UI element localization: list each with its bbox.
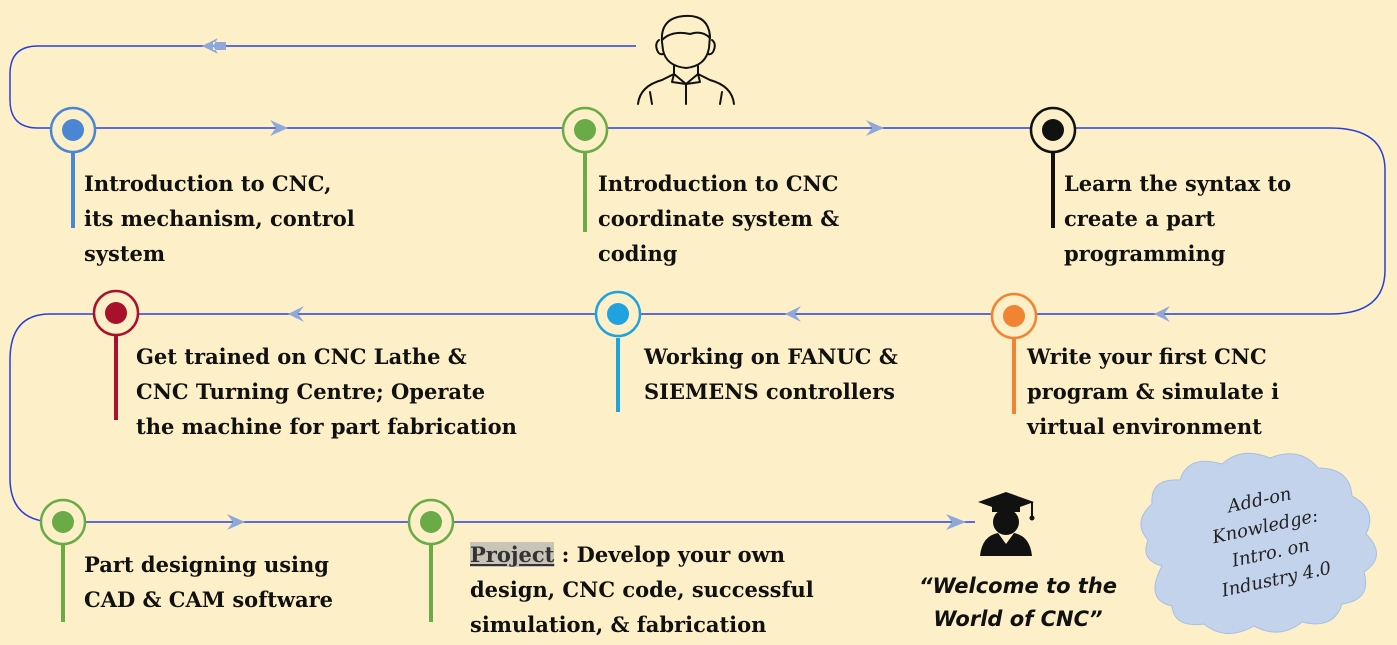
graduate-icon xyxy=(978,492,1035,556)
arrow-icon xyxy=(1154,306,1170,322)
welcome-message: “Welcome to the World of CNC” xyxy=(918,574,1118,631)
arrow-icon xyxy=(288,306,304,322)
arrow-icon xyxy=(270,120,288,136)
step-3-text: Learn the syntax to create a part progra… xyxy=(1064,171,1292,266)
step-6-text: Get trained on CNC Lathe & CNC Turning C… xyxy=(136,344,517,439)
project-label: Project xyxy=(470,542,555,567)
roadmap-path xyxy=(9,45,1386,523)
arrow-icon xyxy=(866,120,884,136)
milestone-marker-5 xyxy=(594,290,642,412)
step-2-text: Introduction to CNC coordinate system & … xyxy=(598,171,840,266)
milestone-marker-1 xyxy=(49,106,97,228)
milestone-marker-6 xyxy=(92,289,140,420)
project-description: : Develop your own design, CNC code, suc… xyxy=(470,542,814,637)
arrow-icon xyxy=(227,514,245,530)
step-8-text: Project : Develop your own design, CNC c… xyxy=(470,537,814,642)
arrow-icon xyxy=(202,38,226,54)
arrow-icon xyxy=(785,306,801,322)
milestone-marker-2 xyxy=(561,106,609,232)
step-4-text: Write your first CNC program & simulate … xyxy=(1027,344,1280,439)
milestone-marker-4 xyxy=(990,292,1038,414)
milestone-marker-8 xyxy=(407,498,455,622)
arrow-icon xyxy=(946,514,966,530)
milestone-marker-7 xyxy=(39,498,87,622)
step-5-text: Working on FANUC & SIEMENS controllers xyxy=(644,344,898,404)
step-7-text: Part designing using CAD & CAM software xyxy=(84,552,334,612)
person-icon xyxy=(637,14,735,105)
milestone-marker-3 xyxy=(1029,106,1077,228)
step-1-text: Introduction to CNC, its mechanism, cont… xyxy=(84,171,355,266)
cloud-icon xyxy=(1140,452,1377,634)
